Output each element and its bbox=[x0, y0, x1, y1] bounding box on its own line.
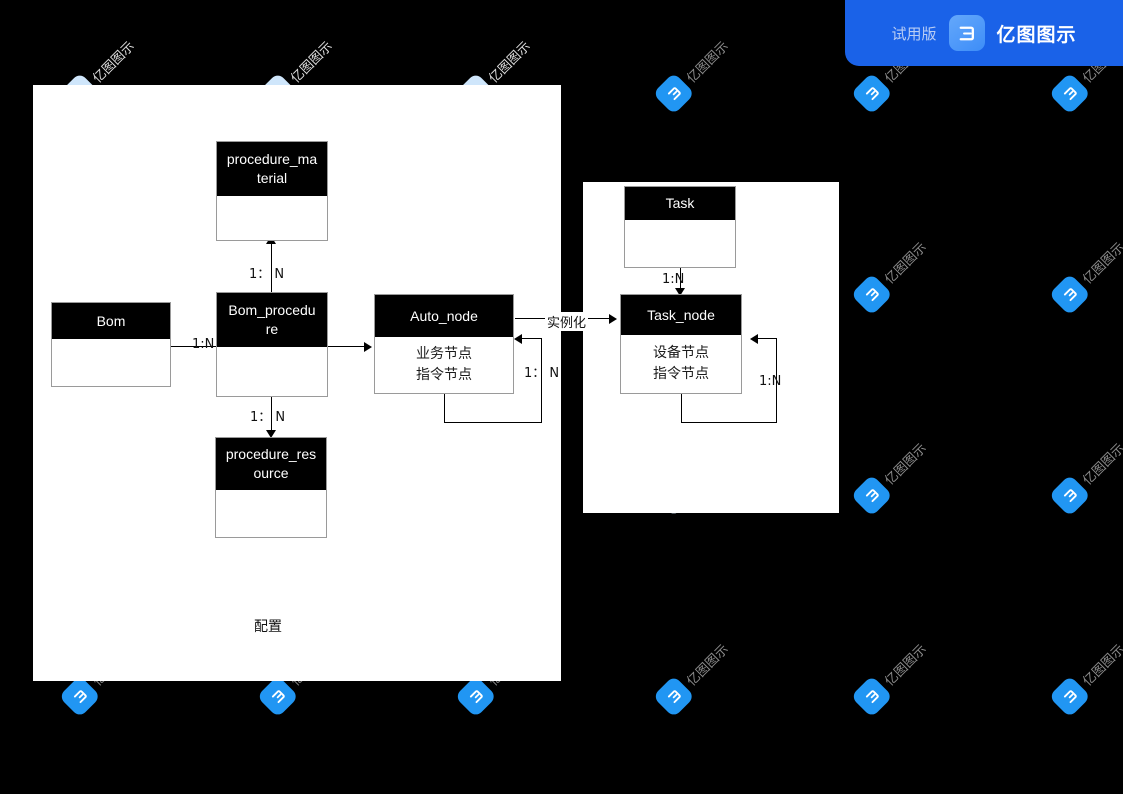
edge-label-material-cardinality: 1： N bbox=[249, 267, 285, 282]
brand-name: 亿图图示 bbox=[996, 23, 1077, 46]
edge-tasknode-self-bottom bbox=[681, 422, 777, 423]
edge-instantiate-arrow bbox=[609, 314, 617, 324]
entity-task[interactable]: Task bbox=[624, 186, 736, 268]
note-configuration: 配置 bbox=[254, 619, 282, 635]
entity-task-body bbox=[625, 220, 735, 267]
entity-bom-title: Bom bbox=[52, 303, 170, 339]
entity-procedure-resource[interactable]: procedure_res ource bbox=[215, 437, 327, 538]
edge-label-instantiate: 实例化 bbox=[545, 312, 589, 331]
entity-task-title: Task bbox=[625, 187, 735, 220]
edge-autonode-self-top bbox=[522, 338, 542, 339]
entity-auto-node-body: 业务节点 指令节点 bbox=[375, 337, 513, 393]
edge-bomprocedure-autonode-line bbox=[327, 346, 367, 347]
trial-header[interactable]: 试用版 亿图图示 bbox=[845, 0, 1123, 66]
edge-bomprocedure-resource-line bbox=[271, 390, 272, 436]
edge-bom-bomprocedure-line bbox=[171, 346, 217, 347]
edge-label-resource-cardinality: 1： N bbox=[250, 410, 286, 425]
entity-bom[interactable]: Bom bbox=[51, 302, 171, 387]
entity-procedure-material-title: procedure_ma terial bbox=[217, 142, 327, 196]
entity-bom-procedure[interactable]: Bom_procedu re bbox=[216, 292, 328, 397]
edge-label-task-to-tasknode: 1:N bbox=[662, 272, 685, 287]
edge-label-bom-to-procedure: 1:N bbox=[192, 337, 215, 352]
edge-autonode-self-arrow bbox=[514, 334, 522, 344]
entity-task-node-title: Task_node bbox=[621, 295, 741, 335]
edge-bomprocedure-resource-arrow bbox=[266, 430, 276, 438]
entity-procedure-resource-body bbox=[216, 490, 326, 537]
trial-label: 试用版 bbox=[891, 24, 937, 43]
edge-bomprocedure-material-line bbox=[271, 240, 272, 302]
entity-bom-procedure-title: Bom_procedu re bbox=[217, 293, 327, 347]
edge-tasknode-self-down bbox=[681, 394, 682, 423]
edge-autonode-self-down bbox=[444, 394, 445, 423]
edge-autonode-self-right bbox=[541, 338, 542, 423]
entity-task-node[interactable]: Task_node 设备节点 指令节点 bbox=[620, 294, 742, 394]
entity-auto-node[interactable]: Auto_node 业务节点 指令节点 bbox=[374, 294, 514, 394]
entity-procedure-material-body bbox=[217, 196, 327, 240]
entity-bom-body bbox=[52, 339, 170, 386]
entity-bom-procedure-body bbox=[217, 347, 327, 396]
edge-autonode-self-bottom bbox=[444, 422, 542, 423]
entity-auto-node-title: Auto_node bbox=[375, 295, 513, 337]
edge-tasknode-self-right bbox=[776, 338, 777, 423]
edge-label-tasknode-self: 1:N bbox=[759, 374, 782, 389]
edge-bomprocedure-autonode-arrow bbox=[364, 342, 372, 352]
edge-tasknode-self-arrow bbox=[750, 334, 758, 344]
entity-procedure-resource-title: procedure_res ource bbox=[216, 438, 326, 490]
edraw-logo-icon bbox=[948, 15, 985, 51]
edge-label-autonode-self: 1： N bbox=[524, 366, 560, 381]
entity-task-node-body: 设备节点 指令节点 bbox=[621, 335, 741, 393]
edge-tasknode-self-top bbox=[758, 338, 777, 339]
entity-procedure-material[interactable]: procedure_ma terial bbox=[216, 141, 328, 241]
